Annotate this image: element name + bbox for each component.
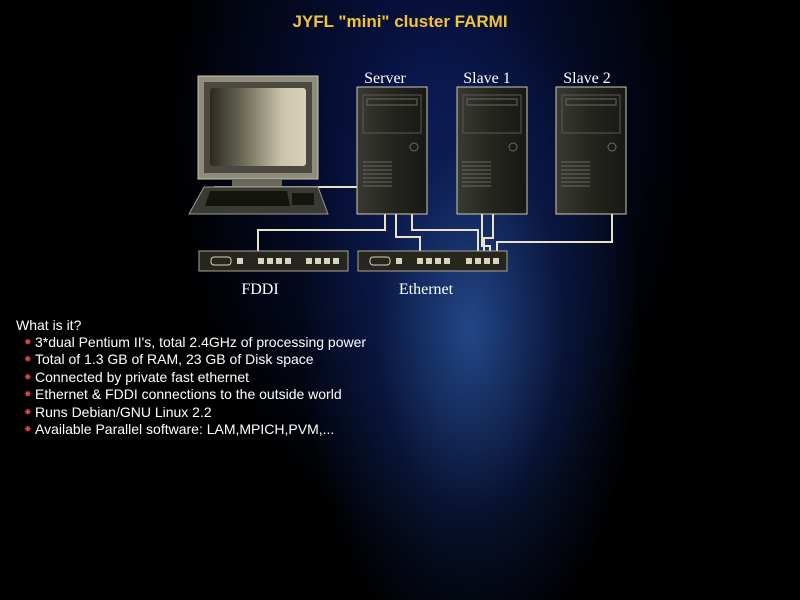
list-item-text: Ethernet & FDDI connections to the outsi… (35, 386, 342, 403)
list-item: ✸3*dual Pentium II's, total 2.4GHz of pr… (24, 334, 366, 351)
list-item: ✸Total of 1.3 GB of RAM, 23 GB of Disk s… (24, 351, 366, 368)
bullet-icon: ✸ (24, 337, 32, 347)
slave1-label: Slave 1 (463, 70, 511, 87)
workstation-computer (188, 75, 329, 215)
list-item-text: Available Parallel software: LAM,MPICH,P… (35, 420, 335, 437)
bullet-icon: ✸ (24, 423, 32, 434)
bullet-icon: ✸ (24, 354, 32, 365)
fddi-switch (198, 250, 349, 272)
list-item: ✸Available Parallel software: LAM,MPICH,… (24, 421, 366, 438)
info-section: What is it? ✸3*dual Pentium II's, total … (16, 317, 366, 438)
list-item: ✸Ethernet & FDDI connections to the outs… (24, 386, 366, 403)
server-label: Server (364, 70, 406, 87)
bullet-icon: ✸ (24, 406, 32, 417)
list-item: ✸Connected by private fast ethernet (24, 369, 366, 386)
slave1-tower (456, 86, 528, 215)
slave2-label: Slave 2 (563, 70, 611, 87)
list-item: ✸Runs Debian/GNU Linux 2.2 (24, 404, 366, 421)
list-item-text: Runs Debian/GNU Linux 2.2 (35, 403, 212, 420)
info-heading: What is it? (16, 317, 82, 333)
slave2-tower (555, 86, 627, 215)
fddi-label: FDDI (241, 281, 278, 298)
info-bullet-list: ✸3*dual Pentium II's, total 2.4GHz of pr… (16, 334, 366, 438)
slide-title: JYFL "mini" cluster FARMI (292, 12, 508, 31)
ethernet-switch (357, 250, 508, 272)
ethernet-label: Ethernet (399, 281, 454, 298)
list-item-text: Connected by private fast ethernet (35, 368, 250, 385)
bullet-icon: ✸ (24, 389, 32, 400)
bullet-icon: ✸ (24, 371, 32, 382)
server-tower (356, 86, 428, 215)
list-item-text: 3*dual Pentium II's, total 2.4GHz of pro… (35, 334, 367, 350)
list-item-text: Total of 1.3 GB of RAM, 23 GB of Disk sp… (35, 351, 314, 368)
